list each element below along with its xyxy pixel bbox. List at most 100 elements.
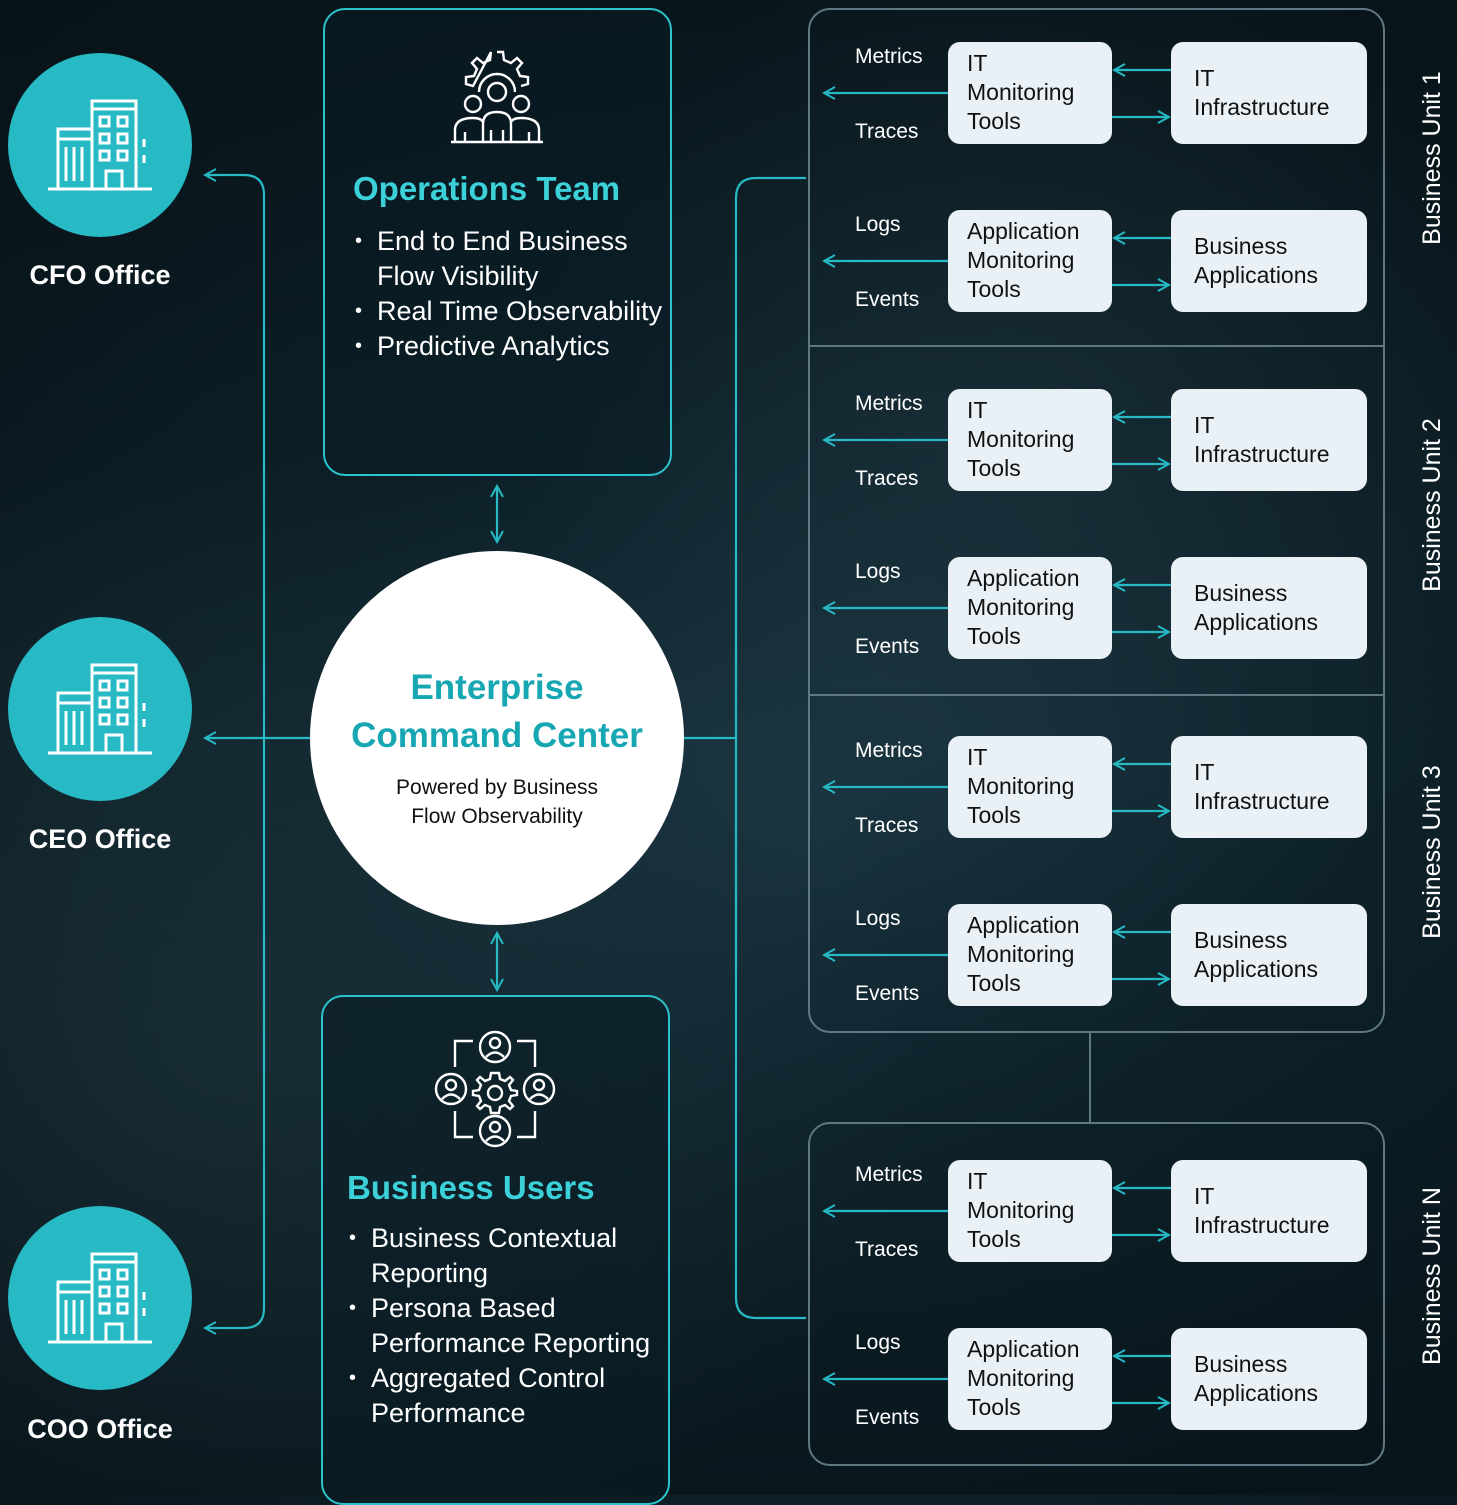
operations-team-title: Operations Team	[353, 170, 621, 207]
signal-label-bottom: Traces	[855, 467, 919, 490]
signal-label-top: Metrics	[855, 392, 923, 415]
signal-label-top: Metrics	[855, 739, 923, 762]
cfo-office-circle	[8, 53, 192, 237]
operations-team-panel: Operations Team End to End Business Flow…	[323, 8, 672, 476]
unit-divider	[808, 694, 1385, 696]
system-box-line: IT	[1194, 412, 1215, 438]
signal-label-bottom: Traces	[855, 814, 919, 837]
tool-box-line: Monitoring	[967, 247, 1075, 273]
office-building-icon	[48, 99, 152, 191]
tool-box-line: Monitoring	[967, 1197, 1075, 1223]
users-network-gear-icon	[434, 1030, 556, 1148]
business-unit-n-frame	[808, 1122, 1385, 1466]
list-item: End to End Business Flow Visibility	[353, 224, 663, 294]
signal-label-bottom: Traces	[855, 120, 919, 143]
business-unit-label: Business Unit 1	[1418, 71, 1446, 245]
signal-label-bottom: Traces	[855, 1238, 919, 1261]
enterprise-command-center-hub: Enterprise Command Center Powered by Bus…	[310, 551, 684, 925]
tool-box-line: Tools	[967, 970, 1021, 996]
units-bus-line	[734, 176, 806, 1320]
tool-box-line: Application	[967, 912, 1080, 938]
business-unit-label: Business Unit N	[1418, 1187, 1446, 1365]
tool-box-line: Application	[967, 565, 1080, 591]
system-box-line: IT	[1194, 65, 1215, 91]
list-item: Persona Based Performance Reporting	[347, 1291, 667, 1361]
business-users-title: Business Users	[347, 1169, 595, 1206]
tool-box-line: IT	[967, 1168, 988, 1194]
tool-box-line: Monitoring	[967, 1365, 1075, 1391]
hub-title-line2: Command Center	[351, 716, 643, 755]
system-box: IT Infrastructure	[1171, 1160, 1367, 1262]
tool-box-line: Monitoring	[967, 594, 1075, 620]
tool-box-line: Monitoring	[967, 426, 1075, 452]
signal-label-bottom: Events	[855, 1406, 920, 1429]
team-gear-icon	[451, 50, 543, 144]
signal-label-top: Logs	[855, 560, 901, 583]
business-users-panel: Business Users Business Contextual Repor…	[321, 995, 670, 1505]
tool-box-line: Tools	[967, 802, 1021, 828]
list-item: Predictive Analytics	[353, 329, 663, 364]
ceo-office-circle	[8, 617, 192, 801]
system-box: IT Infrastructure	[1171, 389, 1367, 491]
signal-label-top: Logs	[855, 907, 901, 930]
unit-divider	[808, 345, 1385, 347]
system-box-line: Applications	[1194, 1380, 1319, 1406]
business-unit-label: Business Unit 2	[1418, 418, 1446, 592]
system-box-line: Infrastructure	[1194, 441, 1330, 467]
signal-label-top: Logs	[855, 213, 901, 236]
system-box-line: Applications	[1194, 956, 1319, 982]
tool-box-line: Tools	[967, 276, 1021, 302]
system-box-line: Applications	[1194, 609, 1319, 635]
signal-label-bottom: Events	[855, 635, 920, 658]
system-box-line: IT	[1194, 759, 1215, 785]
tool-box-line: IT	[967, 744, 988, 770]
tool-box-line: Tools	[967, 455, 1021, 481]
tool-box-line: Application	[967, 1336, 1080, 1362]
exec-bus-line	[205, 175, 266, 1328]
tool-box-line: Monitoring	[967, 79, 1075, 105]
coo-office-circle	[8, 1206, 192, 1390]
system-box-line: Business	[1194, 233, 1288, 259]
system-box-text: IT Infrastructure	[1194, 758, 1330, 816]
cfo-office-label: CFO Office	[29, 260, 171, 290]
business-unit-label: Business Unit 3	[1418, 765, 1446, 939]
tool-box-line: Tools	[967, 1394, 1021, 1420]
office-building-icon	[48, 1252, 152, 1344]
signal-label-bottom: Events	[855, 288, 920, 311]
ceo-office-label: CEO Office	[28, 824, 172, 854]
hub-subtitle-line2: Flow Observability	[411, 805, 583, 828]
system-box-line: IT	[1194, 1183, 1215, 1209]
system-box-line: Infrastructure	[1194, 788, 1330, 814]
tool-box-line: Monitoring	[967, 941, 1075, 967]
tool-box-line: Monitoring	[967, 773, 1075, 799]
signal-label-top: Logs	[855, 1331, 901, 1354]
list-item: Aggregated Control Performance	[347, 1361, 667, 1431]
hub-title-line1: Enterprise	[410, 668, 584, 707]
system-box-text: IT Infrastructure	[1194, 411, 1330, 469]
system-box-line: Applications	[1194, 262, 1319, 288]
signal-label-top: Metrics	[855, 1163, 923, 1186]
list-item: Real Time Observability	[353, 294, 663, 329]
system-box-line: Infrastructure	[1194, 1212, 1330, 1238]
tool-box-line: Application	[967, 218, 1080, 244]
tool-box-line: Tools	[967, 623, 1021, 649]
system-box-text: IT Infrastructure	[1194, 1182, 1330, 1240]
list-item: Business Contextual Reporting	[347, 1221, 667, 1291]
business-users-list: Business Contextual Reporting Persona Ba…	[347, 1221, 667, 1431]
